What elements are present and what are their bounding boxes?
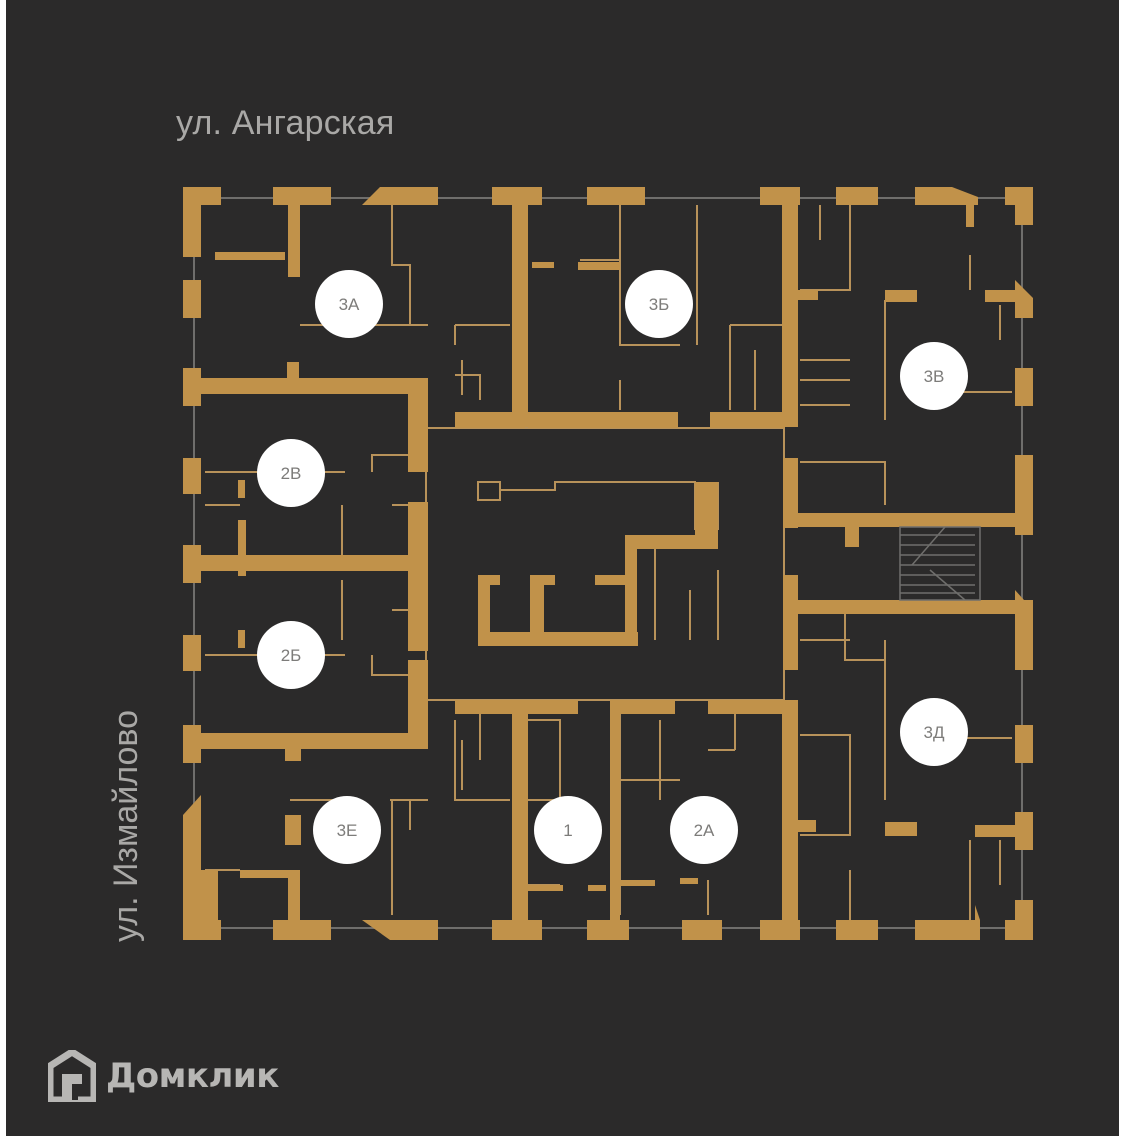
apartment-1-label[interactable]: 1 bbox=[534, 796, 602, 864]
street-label-top: ул. Ангарская bbox=[176, 104, 395, 142]
apartment-2b-label[interactable]: 2Б bbox=[257, 621, 325, 689]
apartment-2v-label[interactable]: 2В bbox=[257, 439, 325, 507]
brand-name: Домклик bbox=[106, 1056, 279, 1096]
apartment-3a-label[interactable]: 3А bbox=[315, 270, 383, 338]
svg-text:2Б: 2Б bbox=[281, 646, 302, 665]
svg-text:3Д: 3Д bbox=[924, 723, 945, 742]
apartment-3d-label[interactable]: 3Д bbox=[900, 698, 968, 766]
svg-text:3В: 3В bbox=[924, 367, 945, 386]
staircase bbox=[899, 526, 981, 601]
svg-text:2В: 2В bbox=[281, 464, 302, 483]
svg-text:3Б: 3Б bbox=[649, 295, 670, 314]
svg-text:2А: 2А bbox=[694, 821, 715, 840]
apartment-3e-label[interactable]: 3Е bbox=[313, 796, 381, 864]
domclick-house-icon bbox=[48, 1050, 96, 1102]
svg-text:3Е: 3Е bbox=[337, 821, 358, 840]
brand-logo: Домклик bbox=[48, 1050, 279, 1102]
apartment-labels: 3А 3Б 3В 2В 2Б 3Д 3Е 1 bbox=[257, 270, 968, 864]
apartment-3b-label[interactable]: 3Б bbox=[625, 270, 693, 338]
apartment-2a-label[interactable]: 2А bbox=[670, 796, 738, 864]
apartment-3v-label[interactable]: 3В bbox=[900, 342, 968, 410]
svg-text:1: 1 bbox=[563, 821, 572, 840]
walls bbox=[183, 187, 1033, 940]
svg-text:3А: 3А bbox=[339, 295, 360, 314]
